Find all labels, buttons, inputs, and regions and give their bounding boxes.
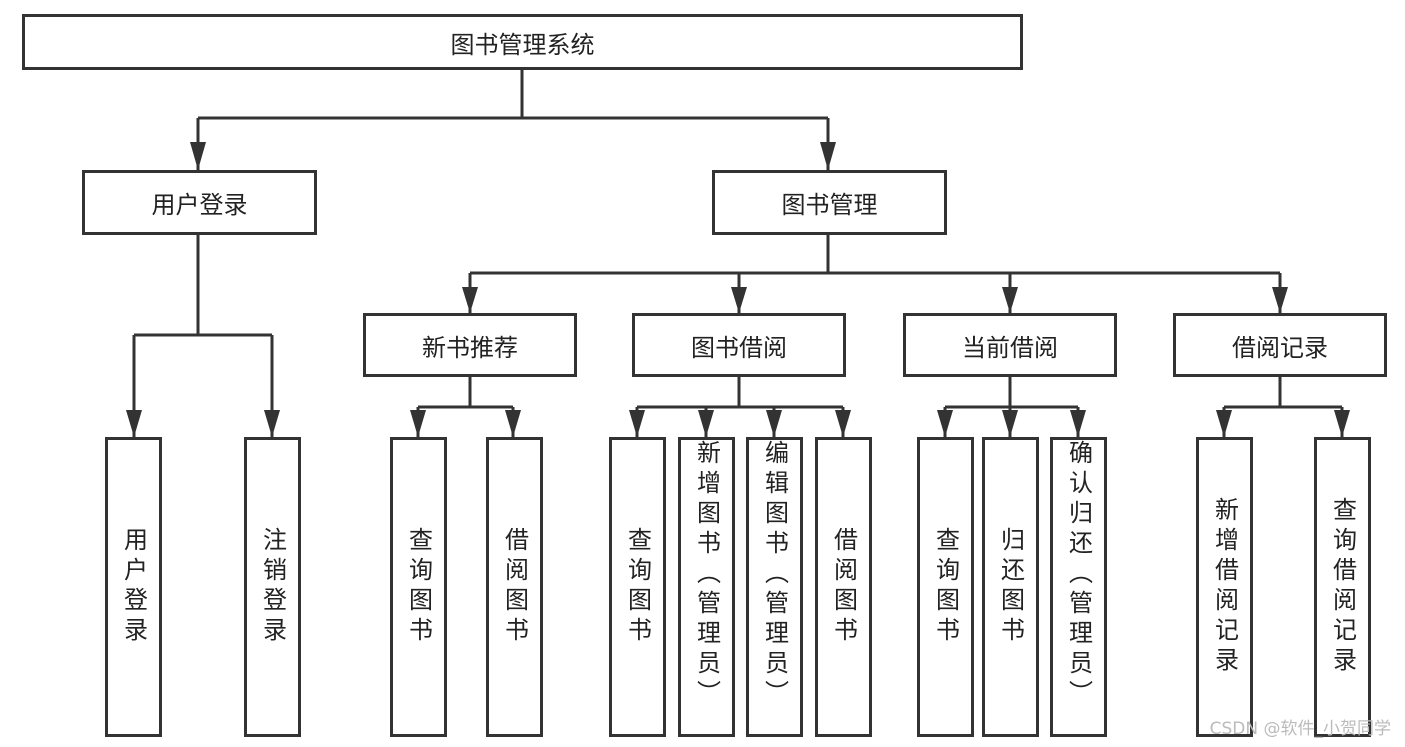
node-book-borrow: 图书借阅 — [632, 313, 846, 377]
node-query-book: 查询图书 — [390, 437, 447, 737]
node-borrow-book: 借阅图书 — [815, 437, 872, 737]
node-label: 借阅图书 — [500, 527, 529, 647]
node-label: 查询图书 — [931, 527, 960, 647]
node-current-borrow: 当前借阅 — [903, 313, 1117, 377]
node-logout: 注销登录 — [244, 437, 301, 737]
node-label: 图书借阅 — [691, 333, 787, 362]
node-book-management: 图书管理 — [712, 170, 947, 235]
node-label: 确认归还（管理员） — [1064, 440, 1093, 710]
watermark: CSDN @软件_小贺同学 — [1209, 719, 1391, 739]
node-label: 用户登录 — [151, 191, 248, 219]
node-label: 新增图书（管理员） — [692, 440, 721, 710]
node-label: 新增借阅记录 — [1210, 497, 1239, 677]
node-label: 用户登录 — [119, 527, 148, 647]
node-login: 用户登录 — [105, 437, 162, 737]
node-add-book-admin: 新增图书（管理员） — [678, 437, 735, 737]
node-return-book: 归还图书 — [982, 437, 1039, 737]
node-label: 注销登录 — [258, 527, 287, 647]
node-label: 查询图书 — [404, 527, 433, 647]
node-query-book: 查询图书 — [917, 437, 974, 737]
node-borrow-records: 借阅记录 — [1173, 313, 1387, 377]
node-query-borrow-record: 查询借阅记录 — [1314, 437, 1371, 737]
node-label: 归还图书 — [996, 527, 1025, 647]
node-label: 图书管理系统 — [450, 30, 595, 59]
node-borrow-book: 借阅图书 — [486, 437, 543, 737]
node-confirm-return-admin: 确认归还（管理员） — [1050, 437, 1107, 737]
node-edit-book-admin: 编辑图书（管理员） — [746, 437, 803, 737]
arrowheads — [126, 142, 1350, 437]
node-user-login: 用户登录 — [82, 170, 317, 235]
node-add-borrow-record: 新增借阅记录 — [1196, 437, 1253, 737]
node-label: 查询图书 — [623, 527, 652, 647]
node-root: 图书管理系统 — [22, 14, 1023, 70]
node-label: 借阅记录 — [1232, 333, 1328, 362]
node-new-book-recommend: 新书推荐 — [363, 313, 577, 377]
node-label: 图书管理 — [781, 191, 878, 219]
node-label: 当前借阅 — [962, 333, 1058, 362]
node-label: 新书推荐 — [422, 333, 518, 362]
node-query-book: 查询图书 — [609, 437, 666, 737]
node-label: 查询借阅记录 — [1328, 497, 1357, 677]
node-label: 编辑图书（管理员） — [760, 440, 789, 710]
node-label: 借阅图书 — [829, 527, 858, 647]
